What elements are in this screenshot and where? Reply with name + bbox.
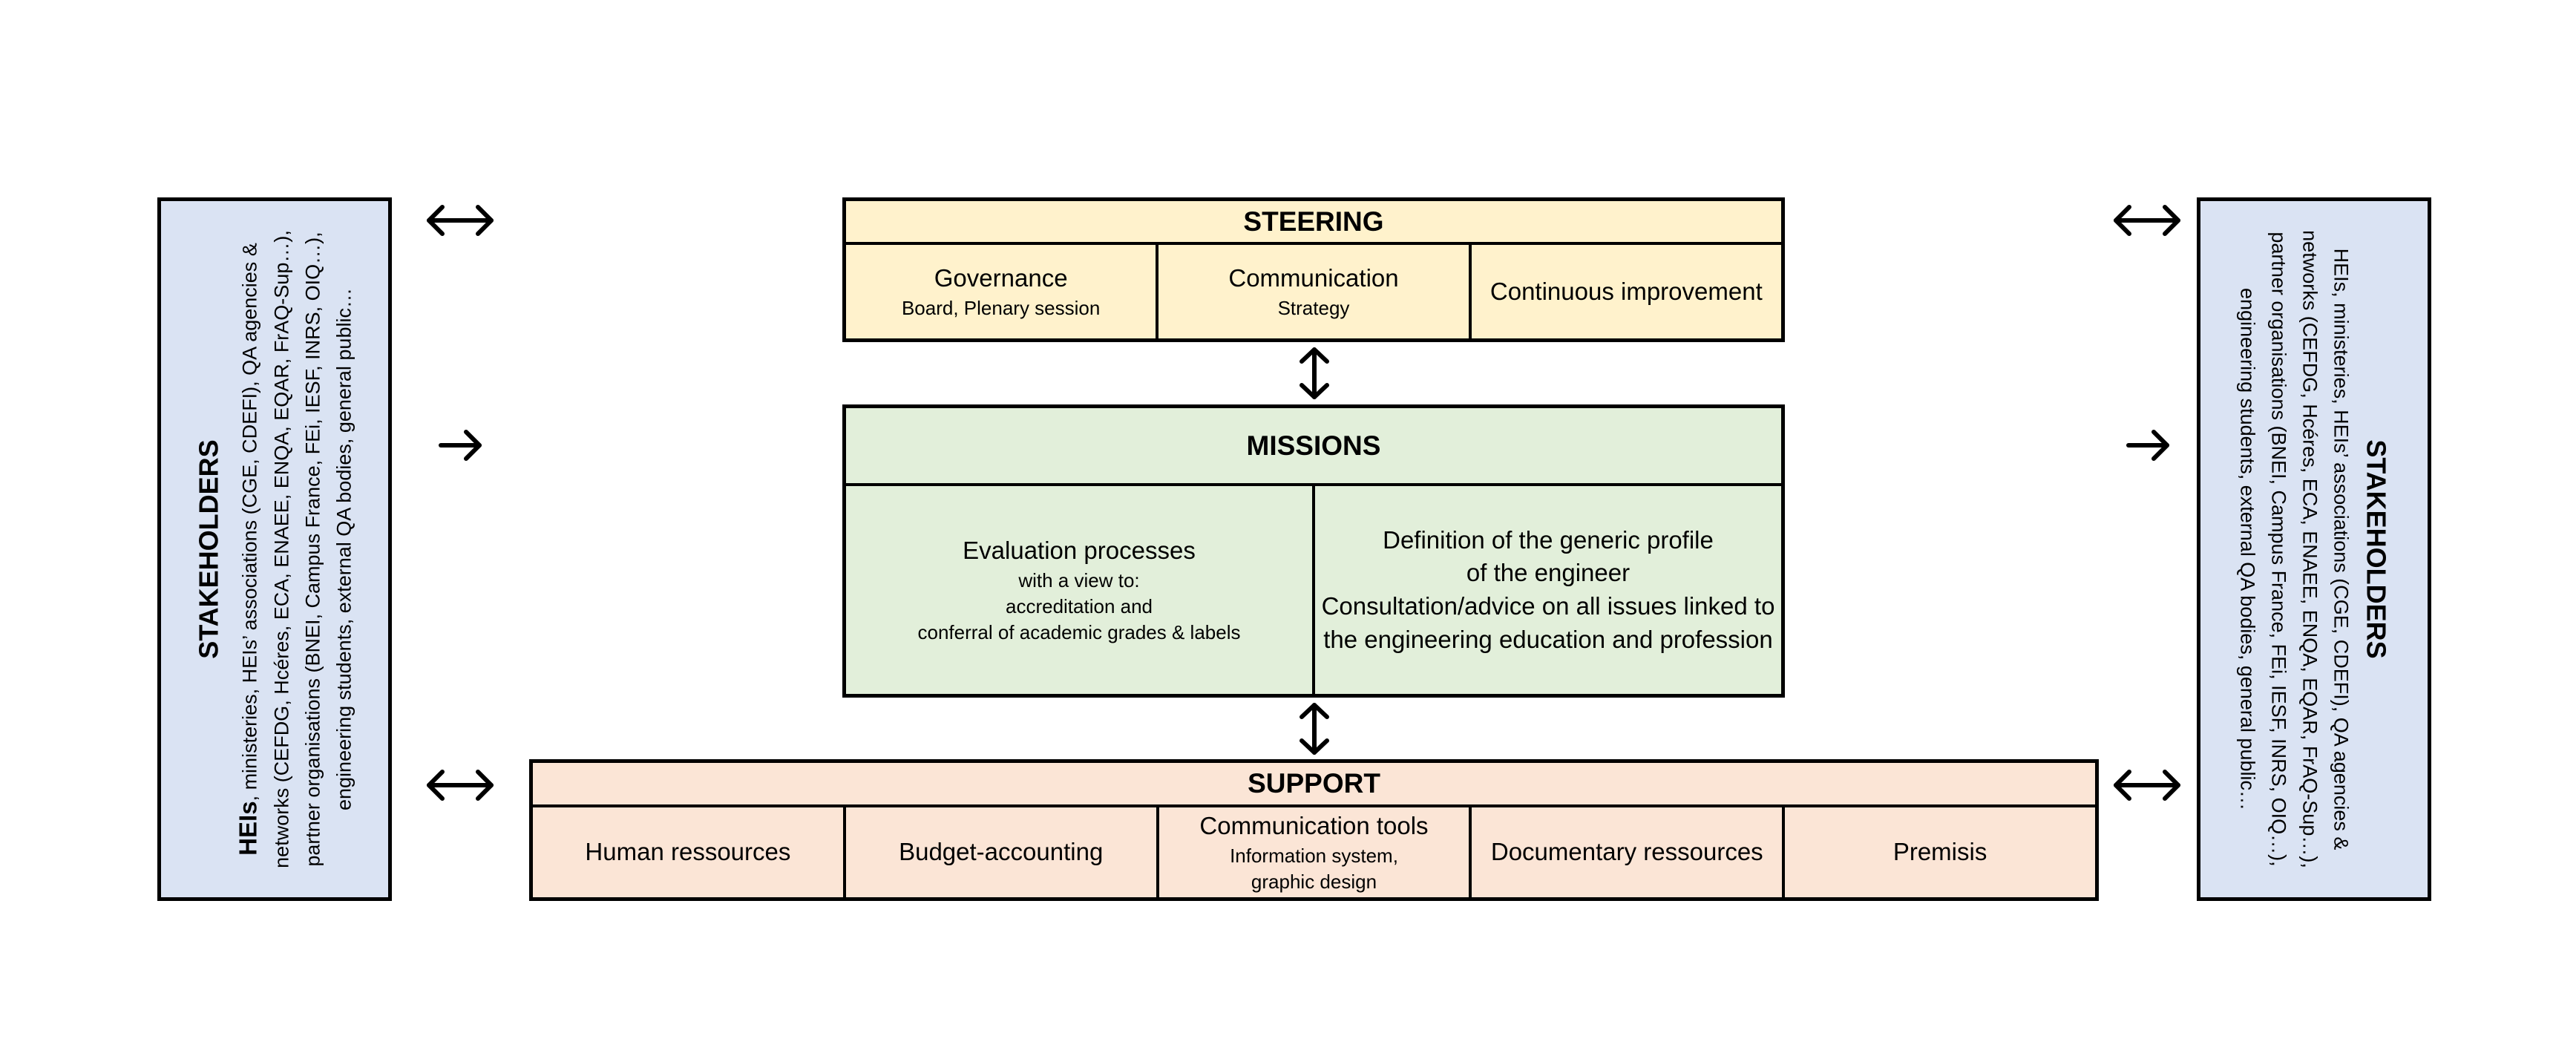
premises-label: Premisis [1892, 838, 1987, 866]
right-arrow-icon [439, 430, 482, 461]
continuous-improvement-label: Continuous improvement [1489, 277, 1763, 305]
double-arrow-icon [427, 205, 494, 236]
profile-line-2: of the engineer [1466, 559, 1631, 587]
generic-profile-cell: Definition of the generic profile of the… [1312, 486, 1781, 694]
double-arrow-icon [2114, 205, 2180, 236]
documentary-resources-cell: Documentary ressources [1469, 807, 1782, 897]
premises-cell: Premisis [1782, 807, 2095, 897]
human-resources-cell: Human ressources [533, 807, 843, 897]
missions-title: MISSIONS [846, 408, 1781, 486]
steering-governance-cell: Governance Board, Plenary session [846, 245, 1156, 338]
consultation-line-2: the engineering education and profession [1323, 625, 1773, 653]
governance-label: Governance [934, 264, 1068, 292]
right-arrow-icon [2126, 430, 2169, 461]
evaluation-processes-label: Evaluation processes [963, 537, 1196, 565]
governance-sub: Board, Plenary session [901, 296, 1101, 319]
evaluation-sub-3: conferral of academic grades & labels [917, 620, 1241, 643]
stakeholders-right-content: STAKEHOLDERS HEIs, ministeries, HEIs’ as… [2232, 215, 2396, 883]
steering-improvement-cell: Continuous improvement [1468, 245, 1781, 338]
stakeholders-left-heis: HEIs [234, 801, 262, 856]
consultation-line-1: Consultation/advice on all issues linked… [1321, 592, 1775, 620]
stakeholders-left-title: STAKEHOLDERS [193, 439, 224, 659]
support-cells: Human ressources Budget-accounting Commu… [533, 807, 2095, 897]
budget-accounting-label: Budget-accounting [899, 838, 1104, 866]
stakeholders-right-title: STAKEHOLDERS [2361, 439, 2392, 659]
communication-tools-sub-2: graphic design [1251, 870, 1377, 893]
human-resources-label: Human ressources [585, 838, 791, 866]
stakeholders-right-box: STAKEHOLDERS HEIs, ministeries, HEIs’ as… [2197, 197, 2431, 901]
stakeholders-left-list: , ministeries, HEIs’ associations (CGE, … [238, 230, 355, 868]
evaluation-processes-cell: Evaluation processes with a view to: acc… [846, 486, 1312, 694]
stakeholders-right-text: HEIs, ministeries, HEIs’ associations (C… [2237, 230, 2353, 868]
stakeholders-left-text: HEIs, ministeries, HEIs’ associations (C… [229, 215, 361, 883]
evaluation-sub-2: accreditation and [1005, 594, 1153, 617]
profile-line-1: Definition of the generic profile [1383, 525, 1714, 554]
support-box: SUPPORT Human ressources Budget-accounti… [529, 759, 2099, 901]
stakeholders-left-box: STAKEHOLDERS HEIs, ministeries, HEIs’ as… [157, 197, 392, 901]
communication-tools-sub-1: Information system, [1230, 844, 1398, 867]
budget-accounting-cell: Budget-accounting [842, 807, 1156, 897]
communication-tools-cell: Communication tools Information system, … [1156, 807, 1469, 897]
steering-cells: Governance Board, Plenary session Commun… [846, 245, 1781, 338]
support-title: SUPPORT [533, 763, 2095, 807]
documentary-resources-label: Documentary ressources [1490, 838, 1763, 866]
communication-sub: Strategy [1277, 296, 1350, 319]
steering-box: STEERING Governance Board, Plenary sessi… [842, 197, 1785, 342]
vertical-double-arrow-icon [1300, 347, 1329, 399]
double-arrow-icon [2114, 770, 2180, 801]
evaluation-sub-1: with a view to: [1018, 568, 1140, 591]
double-arrow-icon [427, 770, 494, 801]
steering-title: STEERING [846, 201, 1781, 245]
steering-communication-cell: Communication Strategy [1156, 245, 1468, 338]
communication-label: Communication [1228, 264, 1399, 292]
stakeholders-left-content: STAKEHOLDERS HEIs, ministeries, HEIs’ as… [189, 215, 361, 883]
missions-cells: Evaluation processes with a view to: acc… [846, 486, 1781, 694]
communication-tools-label: Communication tools [1199, 812, 1429, 840]
vertical-double-arrow-icon [1300, 703, 1329, 755]
missions-box: MISSIONS Evaluation processes with a vie… [842, 404, 1785, 698]
